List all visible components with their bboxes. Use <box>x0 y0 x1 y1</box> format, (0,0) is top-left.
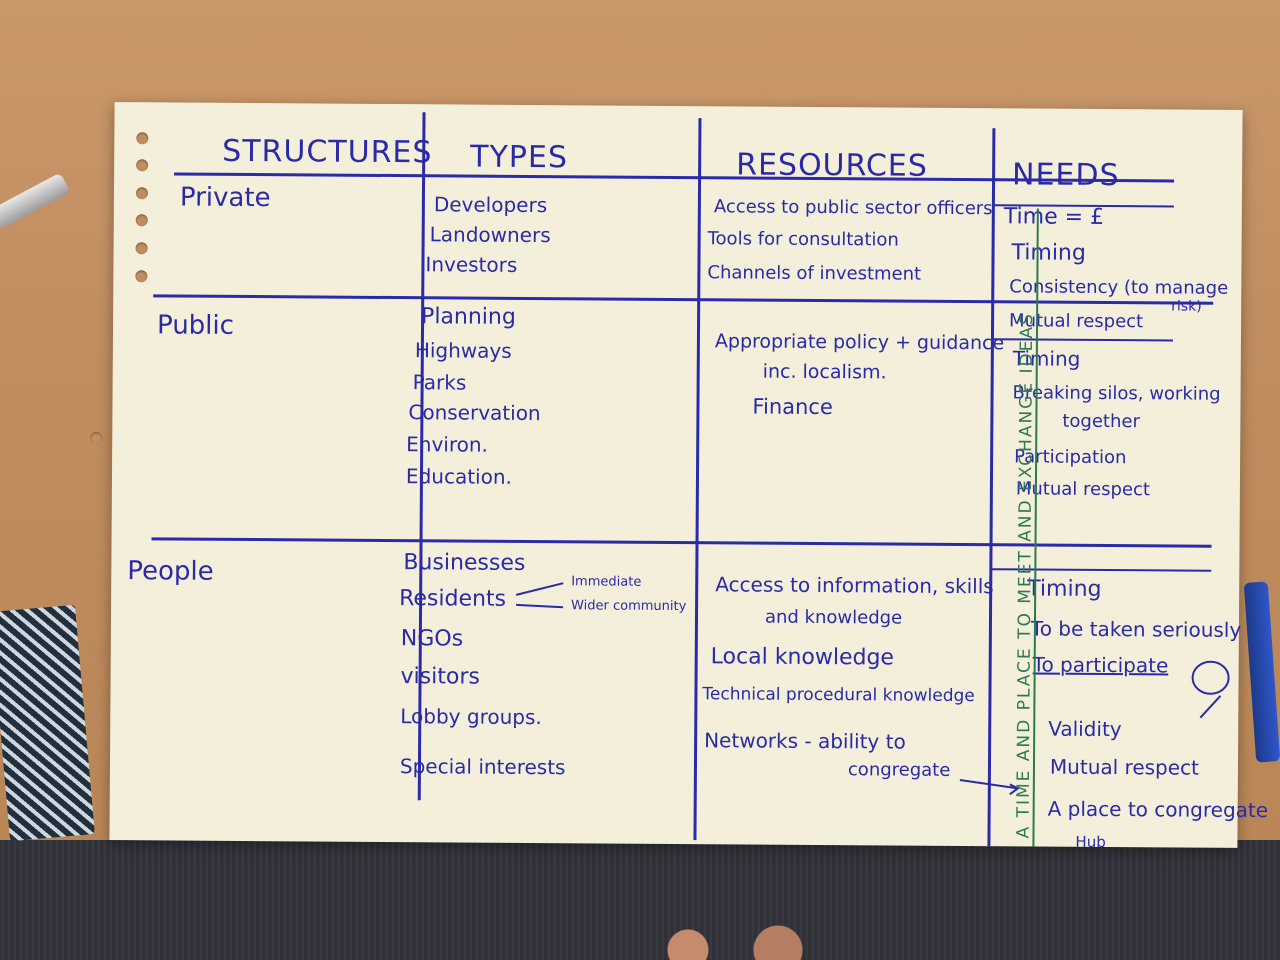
vertical-note: A TIME AND PLACE TO MEET AND EXCHANGE ID… <box>1013 312 1038 839</box>
feet-at-bottom <box>628 910 828 960</box>
flipchart-sheet: STRUCTURES TYPES RESOURCES NEEDS Private… <box>90 102 1268 851</box>
arrow-annotations <box>515 208 1230 848</box>
green-vertical-arrow-line <box>1032 208 1039 848</box>
punch-hole <box>90 431 103 444</box>
networks-to-needs-arrow <box>959 778 1018 790</box>
participate-loop <box>1191 660 1230 695</box>
residents-arrow-wider <box>516 603 564 609</box>
participate-arrow <box>1199 695 1222 719</box>
residents-arrow-immediate <box>515 582 564 596</box>
arrowhead <box>1009 783 1020 796</box>
